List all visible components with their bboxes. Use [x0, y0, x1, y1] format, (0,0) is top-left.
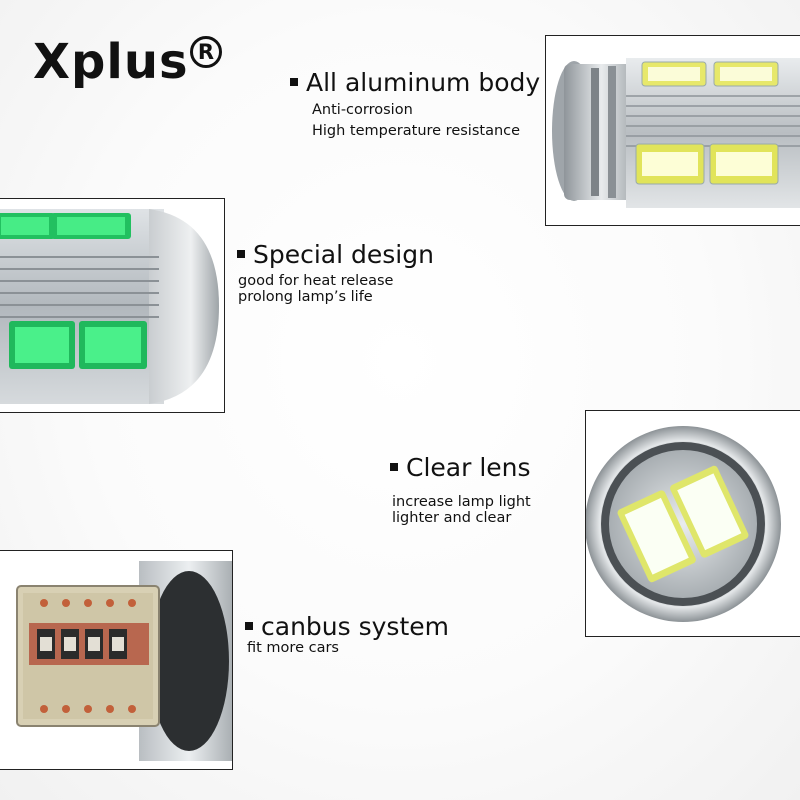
- bulb-side-view-illustration: [546, 36, 800, 225]
- product-photo-canbus-system: [0, 550, 233, 770]
- feature-detail: good for heat release: [238, 273, 394, 289]
- feature-title-clear-lens: Clear lens: [390, 455, 531, 480]
- feature-title-aluminum-body: All aluminum body: [290, 70, 540, 95]
- product-photo-special-design: [0, 198, 225, 413]
- feature-detail: prolong lamp’s life: [238, 289, 373, 305]
- product-photo-clear-lens: [585, 410, 800, 637]
- feature-title-special-design: Special design: [237, 242, 434, 267]
- bulb-cooling-fins-illustration: [0, 199, 224, 412]
- feature-detail: Anti-corrosion: [312, 102, 413, 118]
- bullet-icon: [245, 622, 253, 630]
- registered-mark: R: [190, 36, 222, 68]
- product-photo-aluminum-body: [545, 35, 800, 226]
- bullet-icon: [237, 250, 245, 258]
- feature-detail: increase lamp light: [392, 494, 531, 510]
- bulb-canbus-board-illustration: [0, 551, 232, 769]
- bulb-front-lens-illustration: [586, 411, 800, 636]
- bullet-icon: [290, 78, 298, 86]
- bullet-icon: [390, 463, 398, 471]
- feature-detail: fit more cars: [247, 640, 339, 656]
- feature-title-canbus-system: canbus system: [245, 614, 449, 639]
- feature-detail: High temperature resistance: [312, 123, 521, 139]
- feature-detail: lighter and clear: [392, 510, 512, 526]
- brand-logo: Xplus: [33, 38, 189, 86]
- brand-name: Xplus: [33, 34, 189, 90]
